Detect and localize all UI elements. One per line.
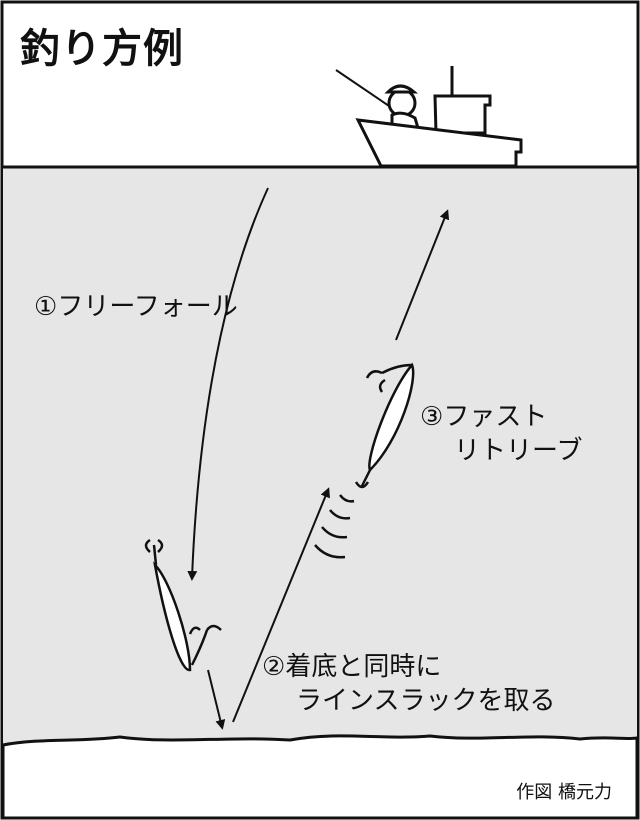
seabed	[1, 734, 639, 820]
step-3-label: ③ファスト リトリーブ	[420, 400, 582, 468]
page-title: 釣り方例	[20, 26, 184, 72]
step-3-text-line2: リトリーブ	[454, 436, 583, 466]
step-1-label: ①フリーフォール	[34, 290, 238, 324]
retrieve-arrow	[395, 209, 450, 341]
step-1-text: フリーフォール	[57, 292, 238, 322]
slack-arrow	[232, 487, 330, 723]
boat-icon	[335, 66, 523, 168]
step-3-text-line1: ファスト	[443, 402, 548, 432]
landing-arrow	[207, 669, 226, 730]
motion-lines	[314, 494, 355, 559]
jig-retrieve-icon	[354, 362, 415, 489]
jig-falling-icon	[144, 538, 222, 672]
step-3-number: ③	[420, 402, 444, 432]
step-2-text-line1: 着底と同時に	[285, 652, 442, 682]
credit: 作図 橋元力	[516, 782, 612, 803]
step-1-number: ①	[34, 292, 58, 322]
free-fall-arrow	[187, 187, 269, 581]
step-2-text-line2: ラインスラックを取る	[296, 686, 556, 716]
step-2-number: ②	[262, 652, 286, 682]
water	[3, 167, 637, 747]
step-2-label: ②着底と同時に ラインスラックを取る	[262, 650, 555, 718]
